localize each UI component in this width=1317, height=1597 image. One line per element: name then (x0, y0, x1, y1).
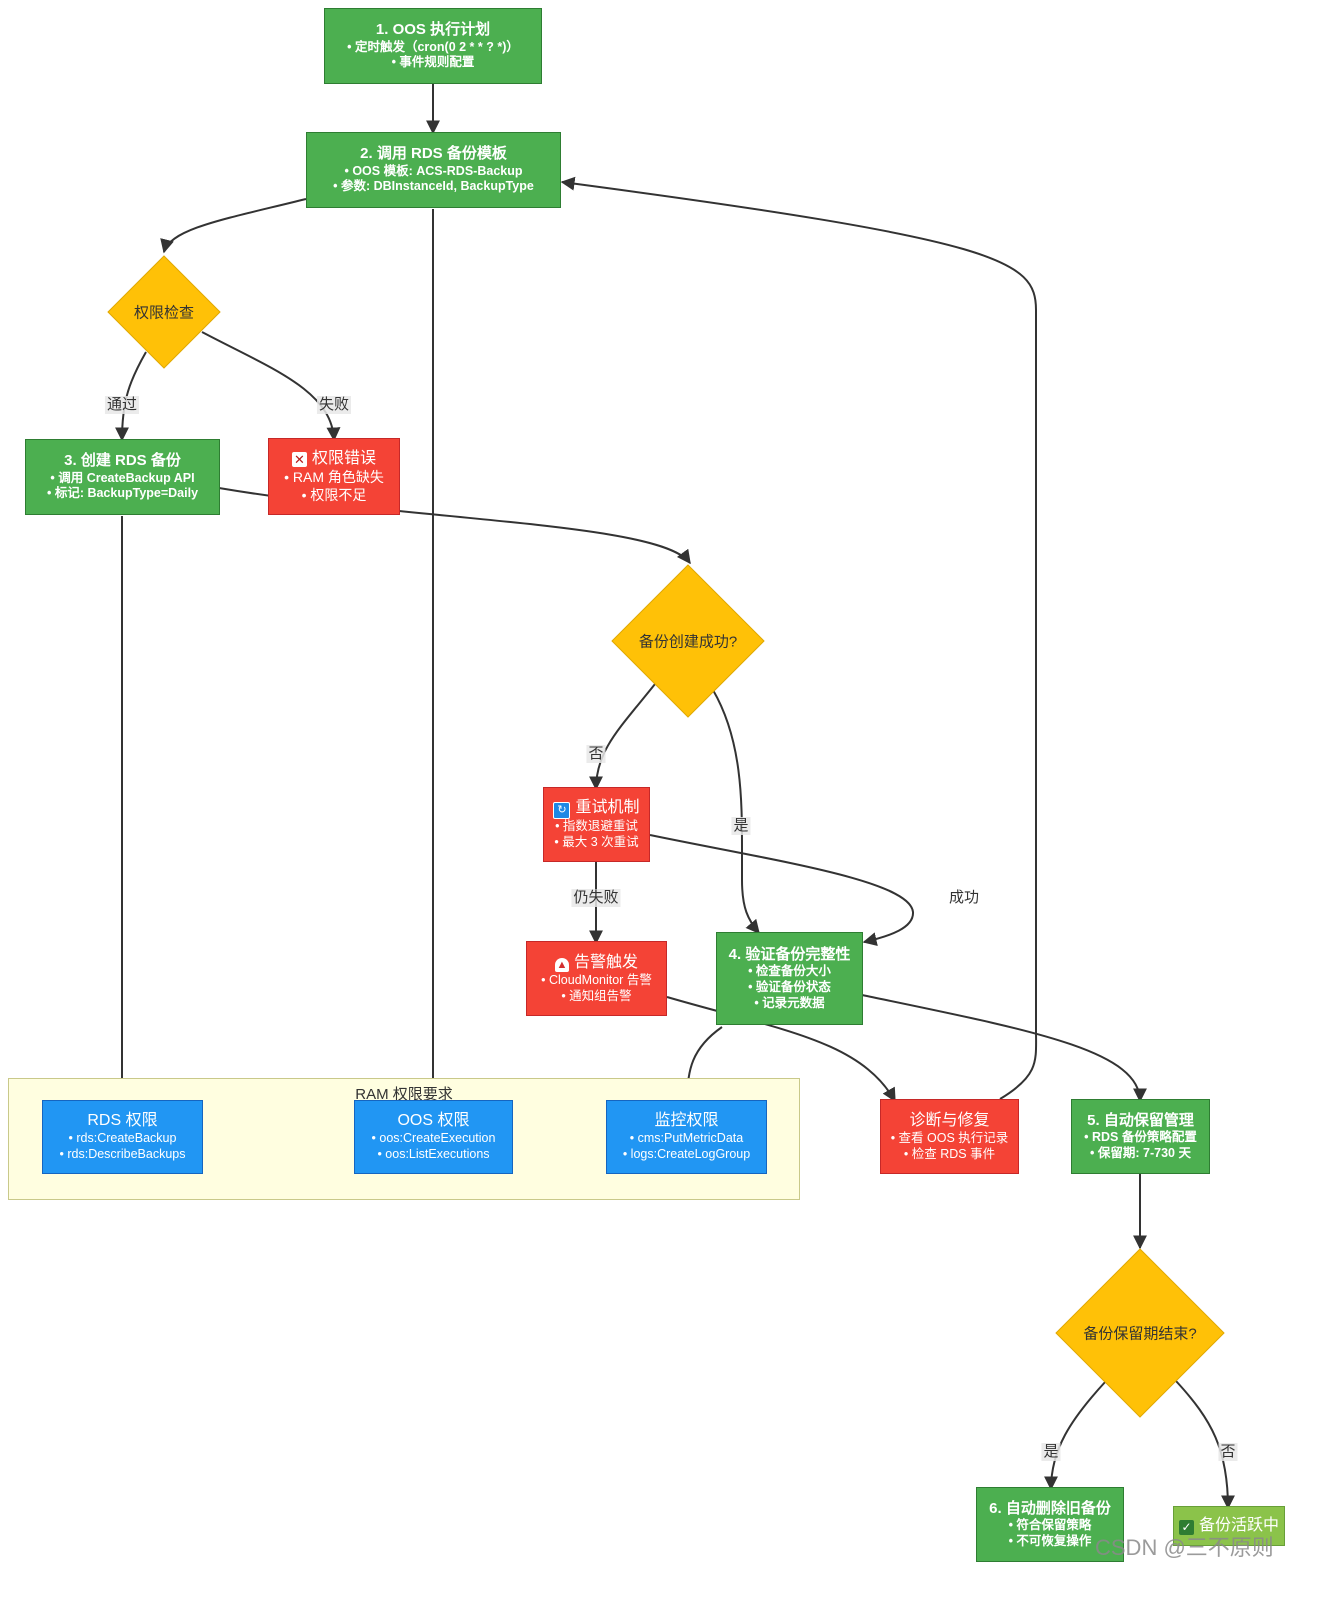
node-line: • 标记: BackupType=Daily (46, 486, 199, 501)
edge-n2-permcheck (160, 198, 307, 254)
node-title: 5. 自动保留管理 (1087, 1111, 1194, 1129)
node-line: • 指数退避重试 (555, 819, 638, 834)
edge-diagnose-n2 (560, 176, 1038, 1100)
edge-label-no: 否 (1218, 1443, 1238, 1461)
edge-retentionend-active (1175, 1380, 1235, 1510)
edge-retry-n4 (649, 834, 915, 946)
edge-label-no: 否 (586, 745, 606, 763)
edge-label-success: 成功 (948, 889, 980, 906)
edge-n4-n5 (861, 994, 1147, 1103)
decision-shape (611, 564, 765, 718)
node-title: 1. OOS 执行计划 (375, 21, 491, 38)
node-line: • 验证备份状态 (748, 980, 831, 995)
node-oos-permission[interactable]: OOS 权限 • oos:CreateExecution • oos:ListE… (354, 1100, 513, 1174)
node-create-rds-backup[interactable]: 3. 创建 RDS 备份 • 调用 CreateBackup API • 标记:… (25, 439, 220, 515)
node-line: • 权限不足 (301, 486, 367, 503)
node-line: • 符合保留策略 (1008, 1518, 1092, 1533)
edge-label-yes: 是 (1041, 1443, 1061, 1461)
decision-shape (107, 255, 221, 369)
node-line: • oos:ListExecutions (377, 1147, 490, 1161)
node-verify-backup[interactable]: 4. 验证备份完整性 • 检查备份大小 • 验证备份状态 • 记录元数据 (716, 932, 863, 1025)
cross-mark-icon: ✕ (291, 452, 307, 467)
node-monitoring-permission[interactable]: 监控权限 • cms:PutMetricData • logs:CreateLo… (606, 1100, 767, 1174)
decision-shape (1055, 1248, 1225, 1418)
node-permission-error[interactable]: ✕ 权限错误 • RAM 角色缺失 • 权限不足 (268, 438, 400, 515)
refresh-icon: ↻ (553, 802, 571, 820)
node-line: • CloudMonitor 告警 (541, 972, 652, 987)
node-line: • 记录元数据 (754, 995, 825, 1010)
edge-alert-diagnose (666, 996, 896, 1103)
decision-label: 权限检查 (133, 304, 194, 322)
decision-permission-check[interactable]: 权限检查 (107, 255, 221, 369)
edge-permcheck-n3 (115, 351, 147, 442)
node-title-text: 权限错误 (311, 450, 376, 467)
node-line: • OOS 模板: ACS-RDS-Backup (344, 163, 523, 178)
node-line: • 定时触发（cron(0 2 * * ? *)） (347, 39, 519, 54)
node-call-rds-template[interactable]: 2. 调用 RDS 备份模板 • OOS 模板: ACS-RDS-Backup … (306, 132, 561, 208)
node-title: 2. 调用 RDS 备份模板 (360, 145, 507, 162)
node-rds-permission[interactable]: RDS 权限 • rds:CreateBackup • rds:Describe… (42, 1100, 203, 1174)
node-line: • 保留期: 7-730 天 (1090, 1145, 1191, 1160)
node-line: • 通知组告警 (561, 988, 632, 1003)
node-line: • rds:CreateBackup (68, 1131, 177, 1146)
node-title: 6. 自动删除旧备份 (989, 1499, 1111, 1517)
node-title: 诊断与修复 (909, 1111, 990, 1129)
node-line: • oos:CreateExecution (371, 1131, 496, 1146)
decision-backup-created[interactable]: 备份创建成功? (611, 564, 765, 718)
node-line: • RAM 角色缺失 (284, 469, 384, 485)
node-alert-trigger[interactable]: ▲ 告警触发 • CloudMonitor 告警 • 通知组告警 (526, 941, 667, 1016)
edge-label-still-fail: 仍失败 (571, 889, 621, 907)
edge-permcheck-permerror (201, 331, 341, 442)
node-line: • RDS 备份策略配置 (1084, 1130, 1197, 1145)
node-auto-delete-old[interactable]: 6. 自动删除旧备份 • 符合保留策略 • 不可恢复操作 (976, 1487, 1124, 1562)
node-oos-schedule[interactable]: 1. OOS 执行计划 • 定时触发（cron(0 2 * * ? *)） • … (324, 8, 542, 84)
node-retry-mechanism[interactable]: ↻重试机制 • 指数退避重试 • 最大 3 次重试 (543, 787, 650, 862)
node-auto-retention[interactable]: 5. 自动保留管理 • RDS 备份策略配置 • 保留期: 7-730 天 (1071, 1099, 1210, 1174)
edge-label-fail: 失败 (316, 396, 352, 414)
node-title: 3. 创建 RDS 备份 (64, 452, 181, 469)
node-line: • 调用 CreateBackup API (50, 470, 195, 485)
node-title: ✕ 权限错误 (291, 449, 376, 469)
node-line: • rds:DescribeBackups (59, 1147, 186, 1161)
edge-label-pass: 通过 (104, 396, 140, 414)
node-line: • 检查 RDS 事件 (903, 1146, 996, 1161)
node-line: • cms:PutMetricData (629, 1131, 744, 1146)
node-title: RDS 权限 (87, 1112, 158, 1130)
edge-label-yes: 是 (731, 817, 751, 835)
node-title: ↻重试机制 (553, 798, 640, 820)
node-line: • 事件规则配置 (391, 55, 475, 70)
node-line: • 参数: DBInstanceId, BackupType (333, 179, 534, 194)
node-line: • 检查备份大小 (748, 964, 831, 979)
node-title: OOS 权限 (397, 1112, 470, 1130)
node-line: • 不可恢复操作 (1008, 1533, 1092, 1548)
node-title-text: 告警触发 (573, 953, 638, 971)
node-title: 监控权限 (654, 1112, 719, 1130)
cluster-title: RAM 权限要求 (355, 1086, 453, 1103)
node-diagnose-repair[interactable]: 诊断与修复 • 查看 OOS 执行记录 • 检查 RDS 事件 (880, 1099, 1019, 1174)
decision-label: 备份保留期结束? (1083, 1325, 1197, 1343)
node-line: • 最大 3 次重试 (554, 835, 639, 849)
node-line: • logs:CreateLogGroup (622, 1147, 751, 1161)
node-title: ▲ 告警触发 (554, 953, 638, 973)
node-title-text: 重试机制 (575, 799, 640, 817)
node-backup-active[interactable]: ✓ 备份活跃中 (1173, 1506, 1285, 1546)
node-title: 4. 验证备份完整性 (728, 945, 851, 963)
edge-backupok-n4 (712, 689, 760, 935)
decision-retention-ended[interactable]: 备份保留期结束? (1055, 1248, 1225, 1418)
check-mark-icon: ✓ (1178, 1520, 1194, 1535)
node-title: ✓ 备份活跃中 (1178, 1516, 1279, 1536)
edge-retentionend-n6 (1044, 1380, 1107, 1491)
watermark: CSDN @三不原则 (1095, 1535, 1274, 1560)
node-title-text: 备份活跃中 (1198, 1517, 1279, 1534)
edge-backupok-retry (589, 683, 656, 791)
siren-icon: ▲ (554, 957, 569, 972)
decision-label: 备份创建成功? (638, 633, 738, 651)
node-line: • 查看 OOS 执行记录 (890, 1130, 1009, 1145)
